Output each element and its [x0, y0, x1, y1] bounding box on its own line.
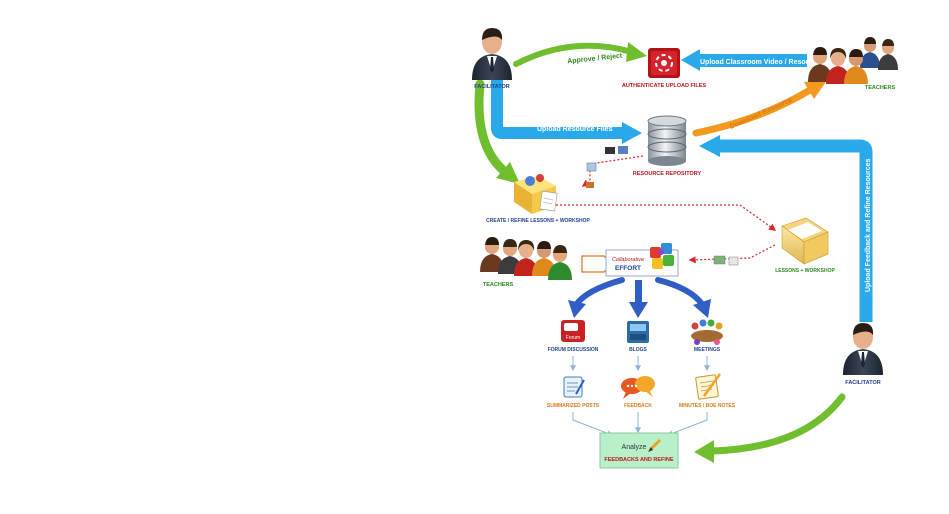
document-pen-icon [563, 376, 585, 398]
meetings-label: MEETINGS [694, 347, 721, 353]
upload-feedback-label: Upload Feedback and Refine Resources [865, 158, 872, 292]
landscape-thumbnail-icon [713, 255, 726, 265]
lessons-thumbnails [713, 255, 739, 266]
businessman-icon [843, 323, 883, 375]
download-resource-arrow [692, 80, 827, 137]
pencil-icon [648, 438, 662, 452]
facilitator-top: FACILITATOR [472, 28, 512, 90]
lessons-workshop-node: LESSONS + WORKSHOP [775, 217, 835, 274]
authenticate-node: AUTHENTICATE UPLOAD FILES [622, 48, 707, 89]
analyze-line2: FEEDBACKS AND REFINE [604, 457, 673, 463]
meeting-table-icon [691, 319, 723, 345]
create-refine-label: CREATE / REFINE LESSONS + WORKSHOP [486, 218, 590, 224]
clip-thumbnail-icon [586, 182, 594, 188]
teachers-group-icon [480, 237, 572, 280]
feedback-label: FEEDBACK [624, 403, 652, 409]
doc-thumbnail-icon [728, 256, 739, 266]
forum-speech-bubble-icon: Forum [561, 320, 585, 342]
branch-arrow-blogs [629, 280, 648, 318]
minutes-label: MINUTES / BOE NOTES [679, 403, 736, 409]
puzzle-pieces-icon [650, 243, 674, 269]
open-folder-icon [781, 217, 829, 265]
meetings-node: MEETINGS [691, 319, 723, 353]
notepad-pencil-icon [695, 373, 722, 400]
blogs-node: BLOGS [627, 321, 649, 353]
approve-reject-arrow [513, 42, 647, 67]
forum-discussion-label: FORUM DISCUSSION [548, 347, 599, 353]
facilitator-bottom-label: FACILITATOR [845, 380, 880, 386]
teachers-group-icon [808, 37, 898, 84]
red-square-arrows-icon [648, 48, 680, 78]
media-thumbnails [586, 146, 628, 188]
speech-bubbles-icon [621, 376, 655, 399]
resource-repository: RESOURCE REPOSITORY [633, 115, 702, 177]
repository-label: RESOURCE REPOSITORY [633, 171, 702, 177]
analyze-node: Analyze FEEDBACKS AND REFINE [599, 432, 679, 469]
minutes-node: MINUTES / BOE NOTES [679, 373, 736, 409]
blog-drawer-icon [627, 321, 649, 343]
blue-band-right [699, 135, 873, 322]
download-resource-label: Download Resource [729, 97, 793, 131]
blue-band-top [681, 49, 807, 71]
branch-arrow-forum [568, 277, 625, 318]
analyze-feed-lines [570, 356, 710, 437]
analyze-line1: Analyze [622, 444, 647, 451]
teachers-left-label: TEACHERS [483, 282, 514, 288]
summarized-posts-label: SUMMARIZED POSTS [547, 403, 600, 409]
approve-reject-label: Approve / Reject [567, 53, 623, 66]
teachers-top-label: TEACHERS [865, 85, 896, 91]
teachers-top: TEACHERS [808, 37, 898, 91]
dotted-connectors [556, 155, 777, 264]
collaborative-line1: Collaborative [612, 257, 644, 263]
database-cylinder-icon [647, 115, 687, 166]
forum-node: Forum FORUM DISCUSSION [548, 320, 599, 353]
feedback-node: FEEDBACK [621, 376, 655, 409]
photo-thumbnail-icon [618, 146, 628, 154]
businessman-icon [472, 28, 512, 80]
facilitator-top-label: FACILITATOR [474, 84, 509, 90]
analyze-box [599, 432, 679, 469]
teachers-left: TEACHERS [480, 237, 572, 288]
lessons-workshop-label: LESSONS + WORKSHOP [775, 268, 835, 274]
create-refine-node: CREATE / REFINE LESSONS + WORKSHOP [486, 174, 590, 224]
forum-icon-text: Forum [566, 335, 580, 341]
collaborative-line2: EFFORT [615, 265, 641, 272]
summarized-posts-node: SUMMARIZED POSTS [547, 376, 600, 409]
upload-classroom-label: Upload Classroom Video / Resource [700, 59, 821, 66]
blogs-label: BLOGS [629, 347, 647, 353]
facilitator-bottom: FACILITATOR [843, 323, 883, 386]
branch-arrow-meetings [655, 277, 711, 318]
toolbox-with-document-icon [514, 174, 558, 214]
authenticate-label: AUTHENTICATE UPLOAD FILES [622, 83, 707, 89]
image-thumbnail-icon [586, 162, 597, 172]
create-lessons-arrow [474, 79, 520, 184]
upload-resource-label: Upload Resource Files [537, 126, 613, 133]
facilitator-feedback-arrow [694, 393, 846, 463]
film-thumbnail-icon [605, 147, 615, 154]
collaborative-effort-node: Collaborative EFFORT [581, 243, 679, 277]
blue-band-left [491, 78, 642, 144]
